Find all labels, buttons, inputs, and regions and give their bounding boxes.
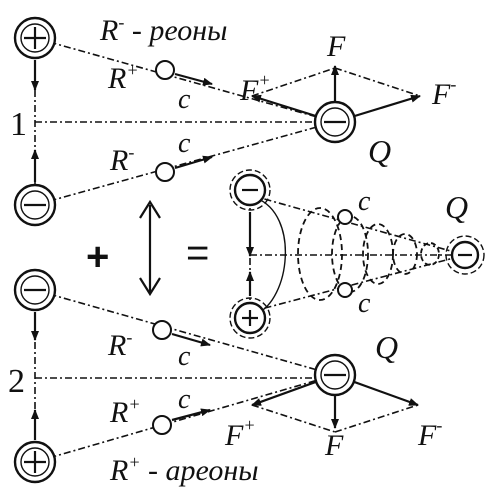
vortex-ring-5 — [420, 242, 440, 266]
upper-rheon-line — [34, 37, 336, 123]
label-c-mid-top: c — [358, 186, 371, 217]
label-r-minus-upper: R- — [109, 142, 134, 177]
middle-particle-bottom — [337, 282, 353, 298]
label-c-4: c — [178, 384, 191, 415]
vortex-ring-4 — [392, 233, 418, 275]
label-f-upper: F — [326, 30, 346, 63]
positive-charge-bottom — [13, 440, 57, 484]
label-q-middle: Q — [445, 189, 468, 225]
lower-areon-line — [34, 289, 336, 376]
test-charge-q-upper — [251, 65, 421, 144]
middle-interaction — [139, 169, 485, 339]
label-f-plus-lower: F+ — [224, 415, 255, 452]
plus-operator: + — [86, 235, 109, 279]
dipole-negative-charge — [229, 169, 271, 211]
label-r-bottom: R+ - ареоны — [109, 452, 259, 487]
dipole-positive-charge — [229, 297, 271, 339]
label-f-minus-upper: F- — [431, 74, 456, 111]
label-c-3: c — [178, 341, 191, 372]
label-r-plus-upper: R+ — [107, 60, 138, 95]
label-q-lower: Q — [375, 329, 398, 365]
positive-charge-top — [13, 16, 57, 60]
q-charge-middle — [445, 235, 485, 275]
lower-areon-line-bottom — [34, 374, 336, 463]
label-c-1: c — [178, 84, 191, 115]
negative-charge-upper — [13, 183, 57, 227]
rheon-particle-minus — [155, 155, 213, 182]
label-c-2: c — [178, 128, 191, 159]
label-c-mid-bottom: c — [358, 288, 371, 319]
dipole-field-arc — [255, 197, 286, 315]
lower-system — [13, 268, 419, 484]
label-q-upper: Q — [368, 133, 391, 169]
upper-rheon-line-lower — [34, 121, 336, 206]
negative-charge-lower — [13, 268, 57, 312]
label-f-plus-upper: F+ — [239, 70, 270, 107]
rheon-particle-plus — [155, 60, 213, 86]
middle-particle-top — [337, 209, 353, 225]
areon-particle-minus — [152, 320, 211, 347]
label-r-plus-lower: R+ — [109, 394, 140, 429]
label-system-2: 2 — [8, 363, 25, 400]
cone-line-top — [249, 194, 466, 256]
test-charge-q-lower — [251, 353, 419, 433]
label-f-lower: F — [324, 429, 344, 462]
upper-system — [13, 16, 421, 227]
vortex-ring-1 — [297, 207, 343, 301]
label-f-minus-lower: F- — [417, 415, 442, 452]
label-system-1: 1 — [10, 106, 27, 143]
label-r-top: R- - реоны — [99, 12, 227, 47]
equals-operator: = — [186, 231, 209, 275]
label-r-minus-lower: R- — [107, 327, 132, 362]
areon-particle-plus — [152, 408, 211, 435]
